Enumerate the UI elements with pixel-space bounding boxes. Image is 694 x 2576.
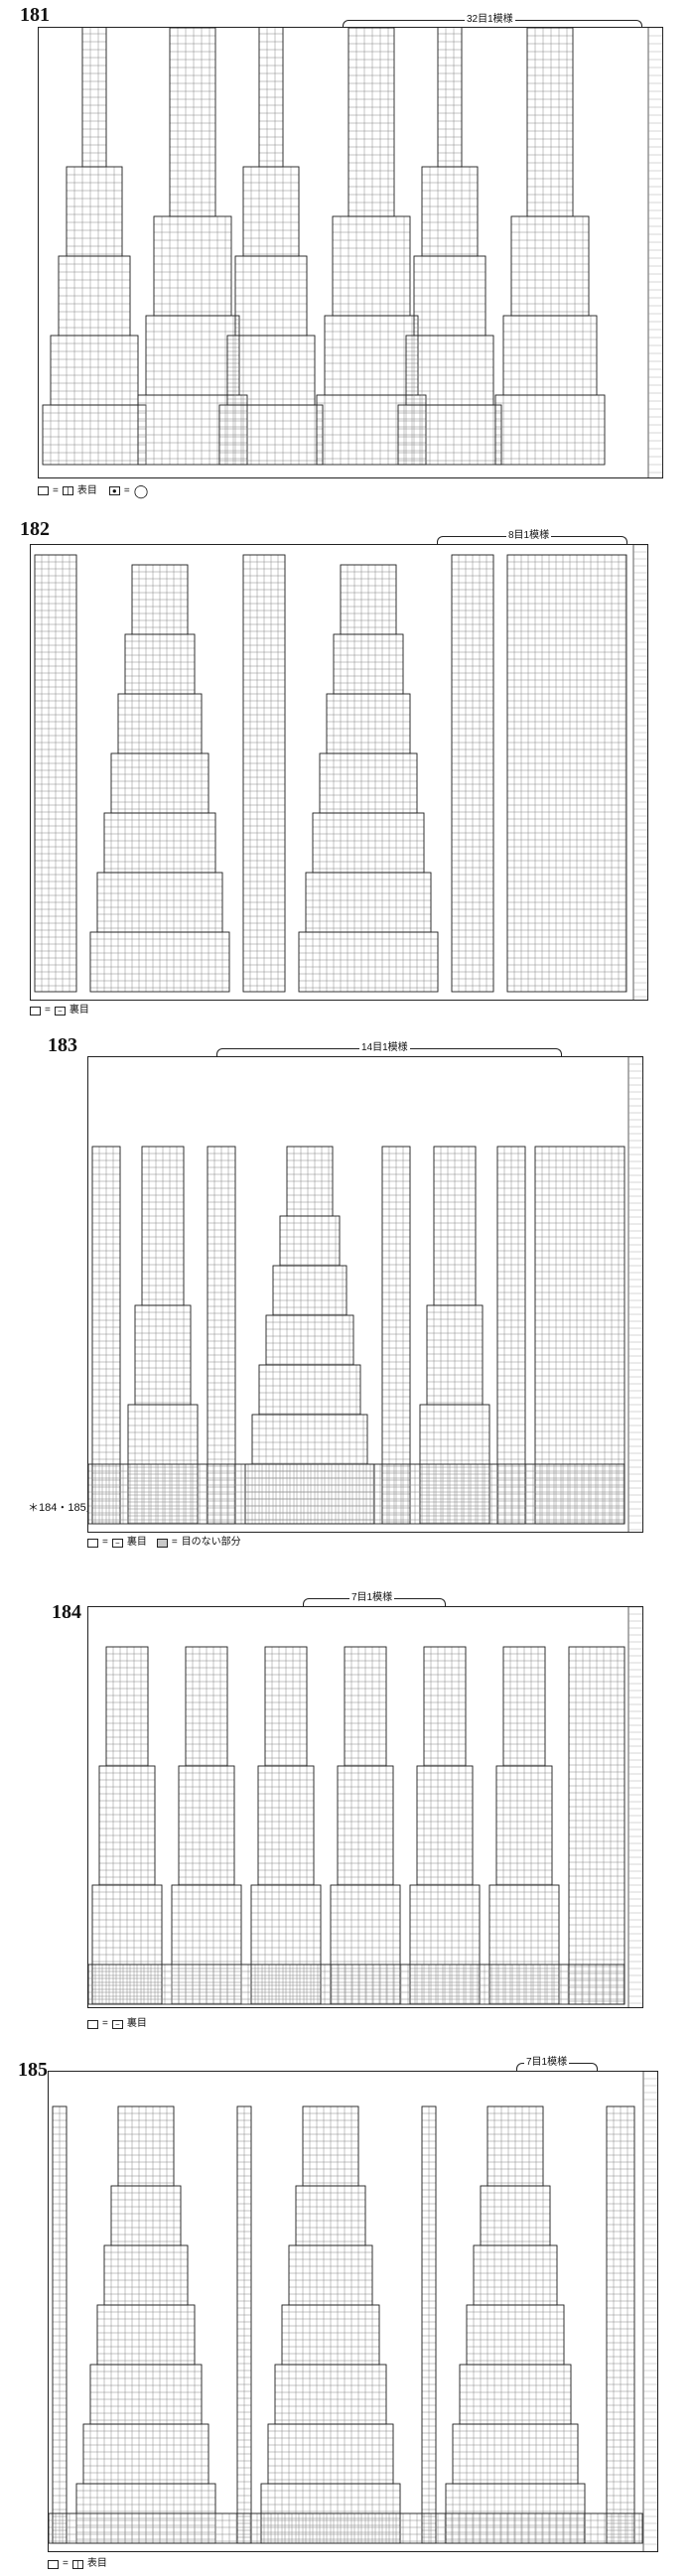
grid-lines [42, 28, 662, 477]
purl-square-icon: − [111, 1538, 123, 1548]
repeat-label: 32目1模様 [465, 14, 515, 25]
legend: = | 表目 ● = ◯ [38, 484, 148, 497]
legend-eq: = [63, 2558, 69, 2569]
purl-square-icon: − [54, 1006, 66, 1016]
legend: = − 裏目 = 目のない部分 [87, 1538, 241, 1548]
legend-text: 裏目 [69, 1005, 89, 1016]
grid-lines [88, 1607, 642, 2007]
legend: = | 表目 [48, 2559, 107, 2569]
legend: = − 裏目 [87, 2019, 147, 2029]
legend-eq: = [171, 1537, 178, 1548]
pattern-number: 183 [48, 1034, 77, 1056]
knit-square-icon: | [71, 2559, 83, 2569]
legend: = − 裏目 [30, 1006, 89, 1016]
grid-lines [49, 2072, 657, 2551]
repeat-label: 7目1模様 [349, 1592, 395, 1603]
legend-text: 表目 [76, 484, 97, 496]
legend-eq: = [45, 1005, 51, 1016]
legend-text: 裏目 [126, 1537, 147, 1548]
chart-grid [49, 2072, 657, 2551]
legend-eq: = [102, 1537, 108, 1548]
repeat-label: 8目1模様 [506, 530, 552, 541]
chart-grid [34, 545, 647, 1000]
blank-square-icon [87, 1538, 98, 1548]
page-reference-note: ＊184・185／96ページ [28, 1502, 142, 1514]
legend-text: 目のない部分 [181, 1537, 241, 1548]
no-stitch-square-icon [156, 1538, 168, 1548]
grid-lines [88, 1057, 642, 1532]
chart-grid [88, 1057, 642, 1532]
pattern-number: 184 [52, 1601, 81, 1623]
legend-eq: = [53, 484, 59, 496]
knit-square-icon: | [62, 486, 73, 495]
legend-eq: = [123, 484, 130, 496]
blank-square-icon [87, 2019, 98, 2029]
knitting-chart [48, 2071, 658, 2552]
pattern-number: 185 [18, 2059, 48, 2081]
legend-eq: = [102, 2018, 108, 2029]
purl-square-icon: − [111, 2019, 123, 2029]
blank-square-icon [48, 2559, 59, 2569]
knitting-chart [87, 1606, 643, 2008]
bobble-symbol-icon: ◯ [133, 483, 149, 498]
grid-lines [34, 545, 647, 1000]
knitting-chart [87, 1056, 643, 1533]
repeat-label: 14目1模様 [359, 1042, 410, 1053]
chart-grid [88, 1607, 642, 2007]
blank-square-icon [38, 486, 49, 495]
legend-text: 裏目 [126, 2018, 147, 2029]
chart-grid [42, 28, 662, 477]
blank-square-icon [30, 1006, 41, 1016]
pattern-number: 182 [20, 518, 50, 540]
knitting-chart [38, 27, 663, 478]
pattern-number: 181 [20, 4, 50, 26]
bobble-square-icon: ● [108, 486, 120, 495]
legend-text: 表目 [86, 2558, 107, 2569]
knitting-chart [30, 544, 648, 1001]
repeat-label: 7目1模様 [524, 2057, 570, 2068]
